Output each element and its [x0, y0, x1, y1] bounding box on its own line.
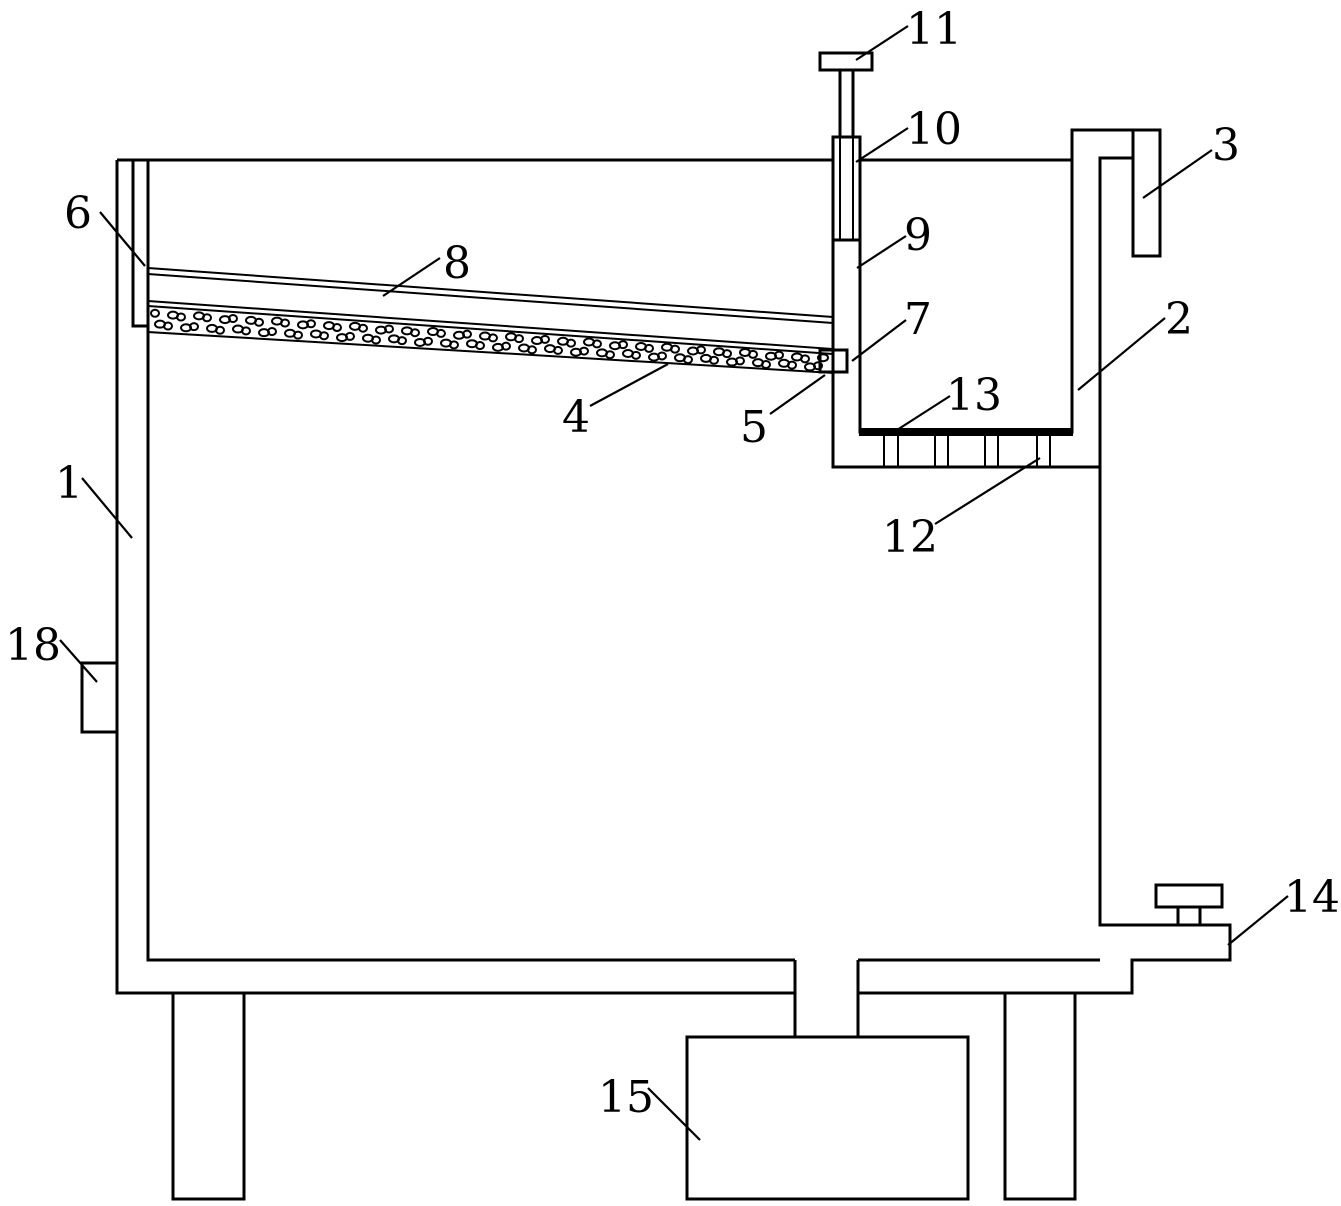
label-4: 4 — [562, 392, 590, 443]
media-particle — [813, 361, 823, 371]
label-11: 11 — [906, 4, 962, 55]
media-particle — [215, 325, 225, 335]
media-particle — [670, 344, 680, 354]
inner-container — [831, 160, 1100, 469]
media-particle — [319, 331, 329, 341]
media-particle — [800, 354, 810, 364]
media-particle — [566, 338, 576, 348]
label-15: 15 — [598, 1072, 654, 1123]
label-7: 7 — [904, 294, 932, 345]
media-particle — [605, 350, 615, 360]
label-14: 14 — [1284, 872, 1340, 923]
media-particle — [553, 345, 563, 355]
media-particle — [501, 341, 511, 351]
media-particle — [787, 360, 797, 370]
callouts: 1 18 6 8 4 5 7 9 10 11 3 2 13 12 14 15 — [5, 4, 1340, 1141]
media-particle — [241, 326, 251, 336]
side-box — [80, 661, 119, 734]
label-18: 18 — [5, 620, 61, 671]
label-13: 13 — [946, 370, 1002, 421]
media-particle — [462, 329, 472, 339]
media-particle — [345, 331, 355, 341]
right-leg — [1003, 991, 1077, 1201]
media-particle — [280, 318, 290, 328]
lift-rod — [818, 51, 874, 242]
media-particle — [228, 313, 238, 323]
media-particle — [332, 322, 342, 332]
media-particle — [384, 324, 394, 334]
media-particle — [371, 335, 381, 345]
filter-media-particles — [150, 308, 829, 372]
tank-body — [115, 128, 1232, 1037]
label-10: 10 — [906, 104, 962, 155]
label-5: 5 — [740, 402, 768, 453]
drain-pipe — [793, 960, 860, 1037]
media-particle — [306, 319, 316, 329]
media-particle — [761, 359, 771, 369]
media-particle — [449, 340, 459, 350]
label-9: 9 — [904, 210, 932, 261]
media-particle — [657, 351, 667, 361]
top-right-box — [1131, 128, 1162, 258]
label-2: 2 — [1165, 294, 1193, 345]
label-1: 1 — [55, 458, 83, 509]
media-particle — [735, 356, 745, 366]
media-particle — [774, 350, 784, 360]
media-particle — [150, 308, 160, 318]
filter-plate — [859, 428, 1073, 436]
left-guide — [131, 160, 148, 328]
media-particle — [540, 334, 550, 344]
media-particle — [267, 326, 277, 336]
media-particle — [722, 349, 732, 359]
handle — [818, 51, 874, 72]
media-particle — [358, 323, 368, 333]
media-particle — [696, 345, 706, 355]
label-8: 8 — [443, 238, 471, 289]
media-particle — [397, 336, 407, 346]
inclined-plate — [147, 267, 834, 324]
media-particle — [579, 346, 589, 356]
media-particle — [254, 317, 264, 327]
media-particle — [709, 355, 719, 365]
media-particle — [488, 333, 498, 343]
media-particle — [527, 345, 537, 355]
support-legs — [883, 435, 1051, 467]
label-12: 12 — [882, 512, 938, 563]
media-particle — [189, 322, 199, 332]
valve — [1154, 883, 1224, 927]
media-particle — [423, 336, 433, 346]
media-particle — [618, 340, 628, 350]
media-particle — [631, 350, 641, 360]
media-particle — [176, 312, 186, 322]
media-particle — [683, 355, 693, 365]
media-particle — [163, 321, 173, 331]
media-particle — [202, 313, 212, 323]
media-particle — [475, 341, 485, 351]
media-particle — [817, 353, 829, 363]
media-particle — [644, 343, 654, 353]
media-particle — [748, 349, 758, 359]
media-particle — [514, 334, 524, 344]
media-particle — [293, 330, 303, 340]
collection-box — [685, 1035, 970, 1201]
left-leg — [171, 991, 246, 1201]
label-6: 6 — [64, 188, 92, 239]
media-particle — [592, 339, 602, 349]
media-particle — [436, 328, 446, 338]
media-particle — [410, 328, 420, 338]
label-3: 3 — [1212, 120, 1240, 171]
connector-block — [818, 348, 849, 374]
